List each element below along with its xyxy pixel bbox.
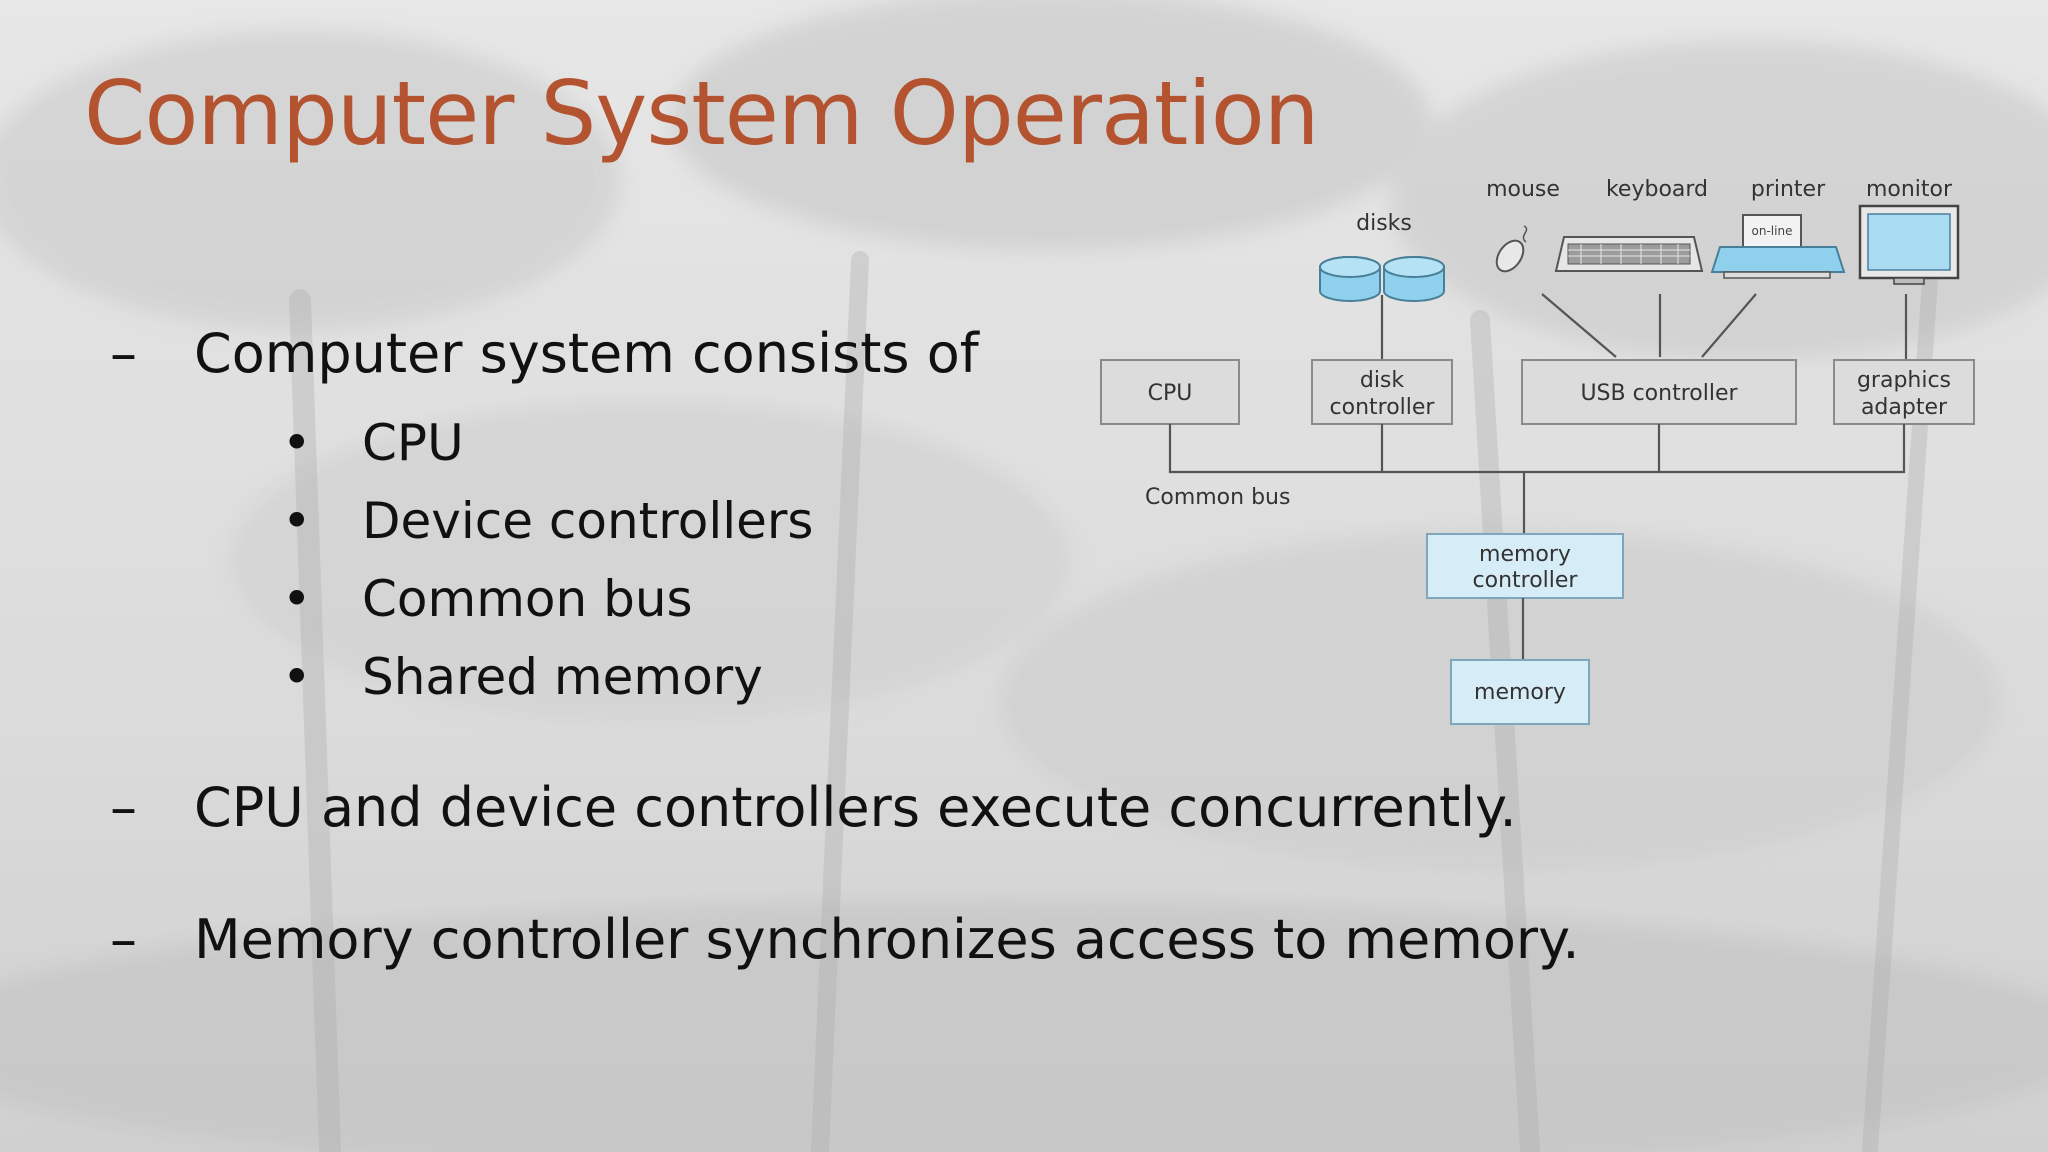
dash-marker: – [110,322,137,385]
memory-controller-line2: controller [1473,568,1579,593]
dot-marker: • [282,414,312,472]
dash-marker: – [110,776,137,839]
keyboard-icon [1554,236,1704,272]
disks-icon [1319,256,1445,302]
printer-label: printer [1751,177,1826,202]
dot-marker: • [282,648,312,706]
disk-controller-line2: controller [1330,395,1436,420]
disk-controller-line1: disk [1360,368,1405,393]
memory-label: memory [1474,680,1566,705]
printer-icon: on-line [1710,214,1846,279]
computer-system-diagram: .lbl { font-family: "DejaVu Sans", sans-… [1100,177,1975,725]
common-bus-line [1168,424,1906,474]
keyboard-label: keyboard [1606,177,1708,202]
monitor-label: monitor [1866,177,1953,202]
common-bus-label: Common bus [1145,485,1290,510]
cpu-label: CPU [1148,381,1193,406]
mouse-label: mouse [1486,177,1560,202]
slide-title: Computer System Operation [84,62,1319,165]
bullet-text: CPU and device controllers execute concu… [194,776,1517,839]
dot-marker: • [282,570,312,628]
monitor-icon [1858,204,1960,285]
disks-label: disks [1356,211,1412,236]
memory-controller-line1: memory [1479,542,1571,567]
bullet-text: Memory controller synchronizes access to… [194,908,1580,971]
graphics-adapter-line2: adapter [1861,395,1948,420]
memory-controller-box [1426,533,1624,599]
graphics-adapter-box [1833,359,1975,425]
bullet-text: Computer system consists of [194,322,979,385]
subbullet-text: Common bus [362,570,693,628]
printer-online-text: on-line [1752,224,1793,238]
graphics-adapter-line1: graphics [1857,368,1951,393]
disk-controller-box [1311,359,1453,425]
subbullet-text: Shared memory [362,648,763,706]
usb-controller-label: USB controller [1580,381,1738,406]
subbullet-text: CPU [362,414,464,472]
mouse-icon [1495,225,1528,273]
dot-marker: • [282,492,312,550]
memory-box [1450,659,1590,725]
subbullet-text: Device controllers [362,492,814,550]
dash-marker: – [110,908,137,971]
